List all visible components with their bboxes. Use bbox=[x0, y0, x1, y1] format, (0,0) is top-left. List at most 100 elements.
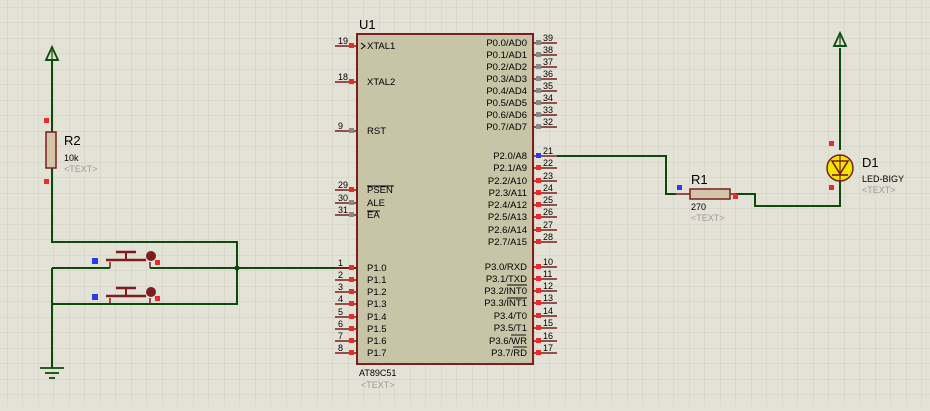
pin-marker bbox=[536, 64, 541, 69]
pin-number: 32 bbox=[543, 117, 553, 127]
resistor-r2[interactable]: R2 10k <TEXT> bbox=[44, 118, 98, 184]
pin-number: 14 bbox=[543, 306, 553, 316]
ground-terminal[interactable] bbox=[40, 367, 64, 379]
pin-name: P2.1/A9 bbox=[493, 163, 527, 174]
pin-number: 24 bbox=[543, 183, 553, 193]
pin-name: XTAL2 bbox=[367, 77, 395, 88]
mcu-right-pins: 39P0.0/AD038P0.1/AD137P0.2/AD236P0.3/AD3… bbox=[484, 33, 557, 359]
pin-name: P2.4/A12 bbox=[488, 200, 527, 211]
pin-marker bbox=[349, 79, 354, 84]
pin-name: P3.0/RXD bbox=[485, 262, 527, 273]
pin-name: P0.3/AD3 bbox=[486, 74, 527, 85]
pin-marker bbox=[536, 300, 541, 305]
pin-marker bbox=[349, 350, 354, 355]
pin-marker bbox=[349, 212, 354, 217]
pin-marker bbox=[536, 313, 541, 318]
pin-name: P1.7 bbox=[367, 348, 387, 359]
led-d1[interactable]: D1 LED-BIGY <TEXT> bbox=[826, 141, 904, 195]
pin-name: RST bbox=[367, 126, 386, 137]
pin-marker bbox=[349, 43, 354, 48]
d1-text: <TEXT> bbox=[862, 185, 896, 195]
pin-name: XTAL1 bbox=[367, 41, 395, 52]
pin-name: P2.7/A15 bbox=[488, 237, 527, 248]
pin-marker bbox=[349, 265, 354, 270]
pin-name: P1.3 bbox=[367, 299, 387, 310]
pin-number: 21 bbox=[543, 146, 553, 156]
push-button-2[interactable] bbox=[92, 286, 160, 304]
pin-marker bbox=[536, 100, 541, 105]
pin-number: 36 bbox=[543, 69, 553, 79]
pin-name: P1.0 bbox=[367, 263, 387, 274]
mcu-body[interactable] bbox=[356, 33, 534, 365]
mcu-ref: U1 bbox=[359, 17, 376, 32]
d1-value: LED-BIGY bbox=[862, 174, 904, 184]
mcu-text: <TEXT> bbox=[361, 380, 395, 390]
pin-marker bbox=[829, 141, 834, 146]
pin-number: 8 bbox=[338, 343, 343, 353]
push-button-1[interactable] bbox=[92, 250, 160, 268]
pin-marker bbox=[536, 165, 541, 170]
pin-marker bbox=[44, 179, 49, 184]
pin-number: 1 bbox=[338, 258, 343, 268]
pin-number: 25 bbox=[543, 195, 553, 205]
power-terminal-right[interactable] bbox=[832, 30, 848, 47]
pin-marker bbox=[536, 88, 541, 93]
pin-name: P3.6/WR bbox=[489, 336, 527, 347]
pin-marker bbox=[155, 296, 160, 301]
pin-number: 29 bbox=[338, 180, 348, 190]
pin-marker bbox=[44, 118, 49, 123]
pin-name: P1.1 bbox=[367, 275, 387, 286]
pin-marker bbox=[349, 187, 354, 192]
r2-text: <TEXT> bbox=[64, 164, 98, 174]
wire-p20-r1[interactable] bbox=[557, 155, 676, 195]
pin-name: P2.6/A14 bbox=[488, 225, 527, 236]
pin-number: 30 bbox=[338, 193, 348, 203]
wire-r1-led[interactable] bbox=[736, 180, 841, 207]
pin-marker bbox=[349, 338, 354, 343]
power-terminal-left[interactable] bbox=[44, 44, 60, 61]
resistor-r1[interactable]: R1 270 <TEXT> bbox=[676, 172, 738, 223]
pin-number: 35 bbox=[543, 81, 553, 91]
pin-marker bbox=[536, 338, 541, 343]
